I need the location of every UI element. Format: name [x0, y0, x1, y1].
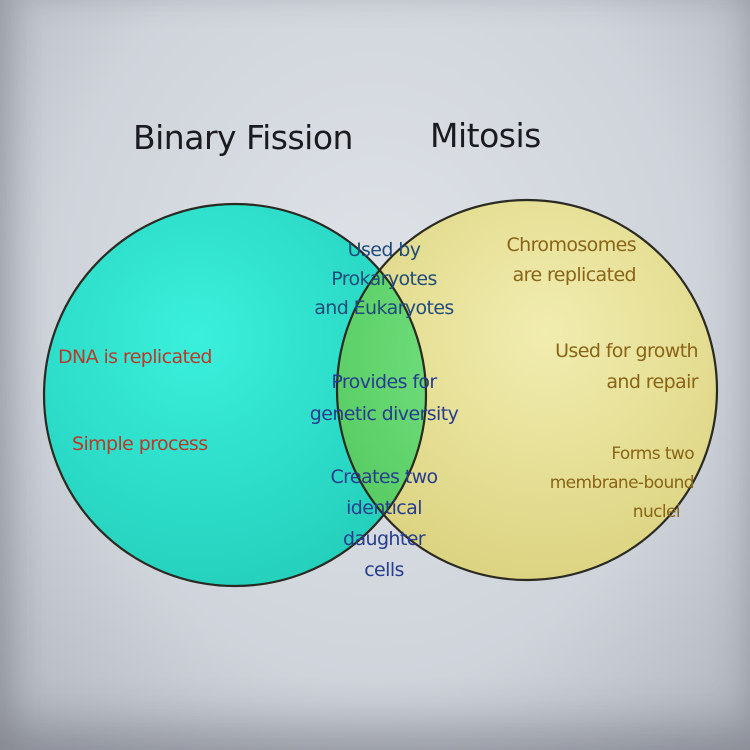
overlap-item-used-by: Used by Prokaryotes and Eukaryotes: [286, 236, 482, 323]
binary-fission-outline: [42, 202, 428, 588]
right-item-growth-repair-line1: Used for growth: [555, 340, 698, 362]
overlap-item-genetic-diversity-line2: genetic diversity: [309, 403, 459, 425]
right-item-nuclei-line1: Forms two: [611, 444, 694, 464]
right-item-nuclei-line2: membrane-bound: [549, 473, 695, 493]
mitosis-title: Mitosis: [430, 116, 541, 155]
left-item-dna-replicated: DNA is replicated: [58, 346, 212, 368]
overlap-item-used-by-line3: and Eukaryotes: [314, 297, 454, 319]
overlap-item-daughter-cells-line2: identical: [346, 497, 422, 519]
right-item-chromosomes: Chromosomes are replicated: [460, 230, 637, 290]
overlap-item-used-by-line1: Used by: [347, 239, 421, 261]
right-item-chromosomes-line1: Chromosomes: [506, 234, 637, 256]
overlap-item-daughter-cells-line4: cells: [364, 559, 404, 581]
binary-fission-circle: [44, 204, 426, 586]
overlap-item-daughter-cells-line3: daughter: [343, 528, 426, 550]
right-item-chromosomes-line2: are replicated: [512, 264, 637, 286]
right-item-nuclei-line3: nuclei: [632, 502, 681, 522]
overlap-item-genetic-diversity-line1: Provides for: [331, 371, 437, 393]
binary-fission-title: Binary Fission: [133, 118, 353, 157]
overlap-item-daughter-cells-line1: Creates two: [330, 466, 438, 488]
right-item-growth-repair-line2: and repair: [606, 371, 698, 393]
mitosis-circle: [337, 200, 717, 580]
overlap-item-used-by-line2: Prokaryotes: [331, 268, 437, 290]
overlap-item-genetic-diversity: Provides for genetic diversity: [286, 366, 482, 430]
right-item-growth-repair: Used for growth and repair: [500, 336, 698, 398]
right-item-nuclei: Forms two membrane-bound nuclei: [490, 440, 695, 527]
overlap-item-daughter-cells: Creates two identical daughter cells: [286, 462, 482, 586]
left-item-simple-process: Simple process: [72, 433, 208, 455]
mitosis-outline: [335, 198, 719, 582]
